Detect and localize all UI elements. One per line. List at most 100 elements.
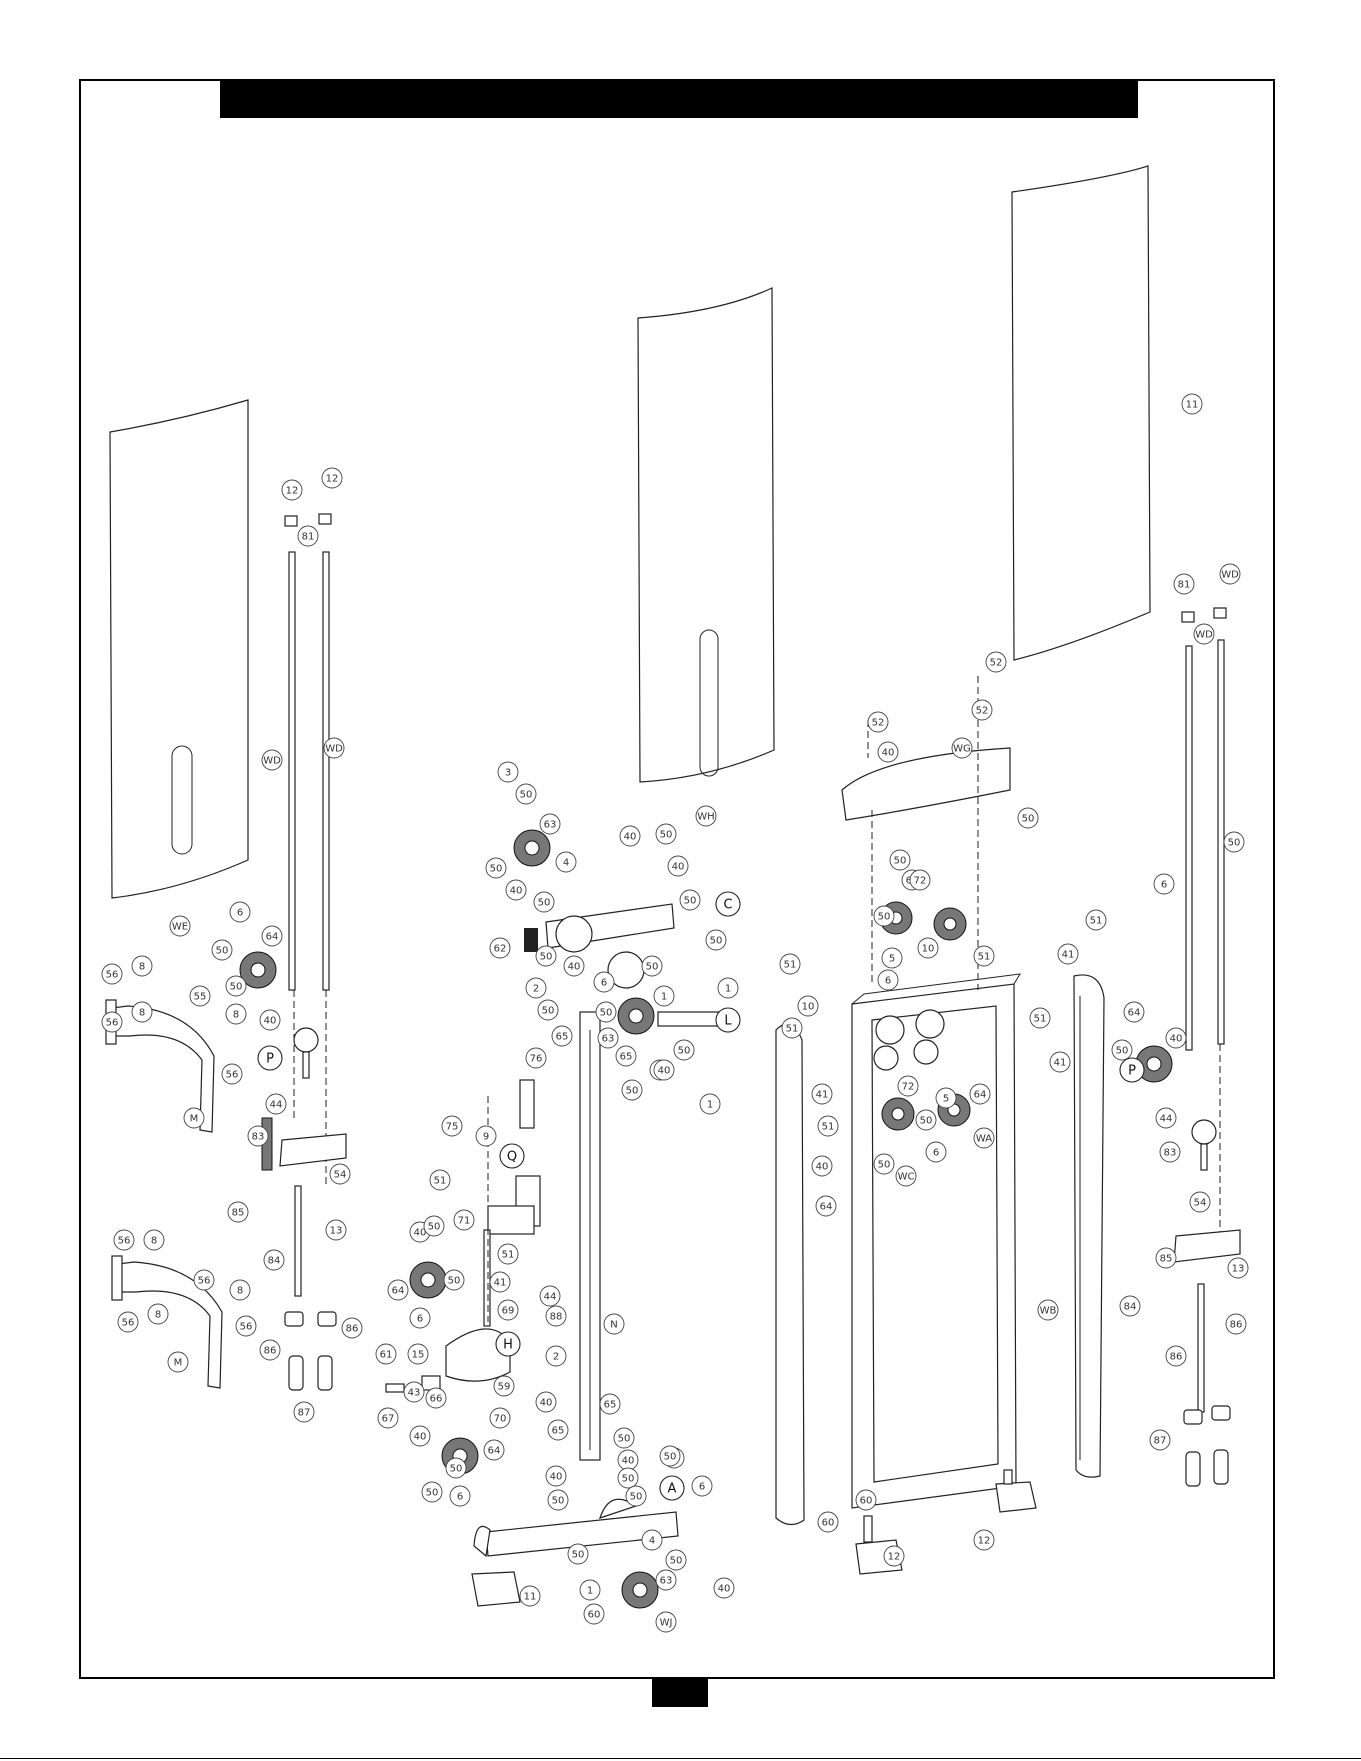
callout-balloon [259,1339,281,1361]
callout-label: 12 [286,486,299,497]
callout-balloon [117,1311,139,1333]
callout-label: 13 [330,1226,343,1237]
callout-43: 43 [403,1381,425,1403]
callout-64: 64 [1123,1001,1145,1023]
callout-balloon [247,1125,269,1147]
callout-balloon [877,969,899,991]
callout-balloon [873,1153,895,1175]
callout-label: 65 [620,1052,633,1063]
callout-balloon [143,1229,165,1251]
callout-40: 40 [1165,1027,1187,1049]
callout-84: 84 [263,1249,285,1271]
callout-label: 56 [106,1018,119,1029]
callout-label: 81 [1178,580,1191,591]
callout-balloon [235,1315,257,1337]
callout-label: 40 [264,1016,277,1027]
pulley-housing-h [385,1328,511,1393]
callout-label: 4 [563,858,569,869]
callout-balloon [817,1115,839,1137]
callout-balloon [423,1215,445,1237]
callout-40: 40 [545,1465,567,1487]
callout-50: 50 [621,1079,643,1101]
callout-51: 51 [973,945,995,967]
callout-balloon [615,1045,637,1067]
callout-balloon [717,977,739,999]
callout-6: 6 [925,1141,947,1163]
callout-label: 1 [707,1100,713,1111]
callout-label: 1 [587,1586,593,1597]
callout-8: 8 [225,1003,247,1025]
callout-label: 40 [658,1066,671,1077]
callout-51: 51 [1085,909,1107,931]
callout-label: 85 [232,1208,245,1219]
callout-8: 8 [143,1229,165,1251]
callout-label: 85 [1160,1254,1173,1265]
callout-label: 52 [990,658,1003,669]
callout-label: 50 [678,1046,691,1057]
callout-label: WD [1195,630,1213,641]
callout-balloon [951,737,973,759]
callout-label: 50 [490,864,503,875]
callout-balloon [321,467,343,489]
callout-balloon [407,1343,429,1365]
bottom-rule [0,1758,1361,1759]
callout-label: 6 [885,976,891,987]
callout-50: 50 [655,823,677,845]
shroud-panel-wh [637,287,775,783]
callout-label: 88 [550,1312,563,1323]
column-n [579,1011,601,1461]
callout-label: 65 [552,1426,565,1437]
callout-balloon [715,1007,741,1033]
callout-balloon [567,1543,589,1565]
callout-balloon [497,761,519,783]
callout-balloon [449,1485,471,1507]
callout-62: 62 [489,937,511,959]
callout-label: 50 [1228,838,1241,849]
callout-label: 6 [601,978,607,989]
callout-40: 40 [653,1059,675,1081]
callout-balloon [495,1331,521,1357]
callout-64: 64 [815,1195,837,1217]
callout-2: 2 [545,1345,567,1367]
callout-balloon [655,1611,677,1633]
callout-60: 60 [817,1511,839,1533]
carriage-q [483,1079,541,1327]
callout-balloon [499,1143,525,1169]
arm-bracket-lower [111,1255,223,1389]
callout-54: 54 [1189,1191,1211,1213]
callout-9: 9 [475,1125,497,1147]
callout-label: 9 [483,1132,489,1143]
callout-44: 44 [539,1285,561,1307]
callout-label: 50 [878,1160,891,1171]
bottom-arm-a [471,1498,679,1607]
callout-balloon [817,1511,839,1533]
callout-50: 50 [445,1457,467,1479]
callout-balloon [1017,807,1039,829]
callout-84: 84 [1119,1295,1141,1317]
callout-label: 56 [240,1322,253,1333]
callout-balloon [659,1445,681,1467]
callout-balloon [519,1585,541,1607]
callout-label: 72 [914,876,927,887]
plate-l [657,1011,723,1027]
callout-50: 50 [705,929,727,951]
callout-56: 56 [193,1269,215,1291]
callout-2: 2 [525,977,547,999]
callout-label: 50 [622,1474,635,1485]
callout-label: 40 [568,962,581,973]
callout-balloon [193,1269,215,1291]
callout-40: 40 [409,1425,431,1447]
callout-11: 11 [519,1585,541,1607]
callout-label: 8 [139,962,145,973]
callout-p: P [1119,1057,1145,1083]
callout-label: 50 [630,1492,643,1503]
callout-label: 44 [1160,1114,1173,1125]
callout-balloon [1193,623,1215,645]
callout-40: 40 [619,825,641,847]
callout-86: 86 [341,1317,363,1339]
callout-85: 85 [227,1201,249,1223]
callout-label: 72 [902,1082,915,1093]
callout-50: 50 [211,939,233,961]
callout-83: 83 [1159,1141,1181,1163]
callout-65: 65 [599,1393,621,1415]
